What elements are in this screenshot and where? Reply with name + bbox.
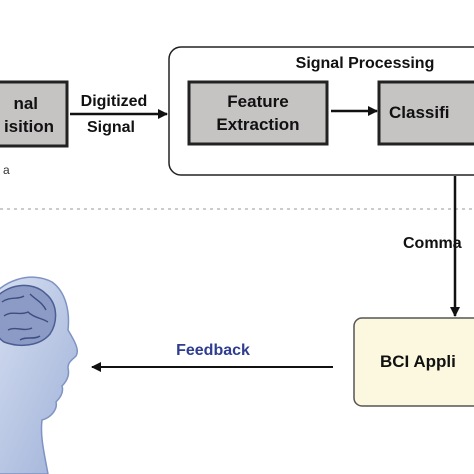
human-head-illustration	[0, 276, 79, 474]
commands-label: Comma	[403, 235, 462, 252]
bci-application-block: BCI Appli	[353, 317, 474, 407]
signal-acquisition-label-line2: isition	[4, 117, 54, 136]
feedback-connector: Feedback	[91, 342, 333, 372]
classification-label: Classifi	[389, 103, 449, 122]
digitized-signal-label-line1: Digitized	[81, 93, 148, 110]
bci-application-label: BCI Appli	[380, 352, 456, 371]
feature-extraction-label-line1: Feature	[227, 92, 288, 111]
signal-processing-title: Signal Processing	[296, 55, 435, 72]
feature-extraction-box	[187, 80, 329, 146]
brain-shape	[0, 284, 57, 347]
feature-extraction-label-line2: Extraction	[216, 115, 299, 134]
bci-application-box	[353, 317, 474, 407]
digitized-signal-label-line2: Signal	[87, 119, 135, 136]
signal-acquisition-block: nal isition a	[0, 80, 69, 177]
classification-box	[377, 80, 474, 146]
signal-acquisition-box	[0, 80, 69, 148]
feedback-label: Feedback	[176, 342, 250, 359]
digitized-signal-connector: Digitized Signal	[70, 93, 168, 136]
acquisition-caption-fragment: a	[3, 163, 10, 177]
signal-processing-block: Signal Processing Feature Extraction Cla…	[168, 46, 474, 176]
brain-folds	[1, 293, 49, 341]
commands-connector: Comma	[403, 176, 462, 317]
signal-acquisition-label-line1: nal	[13, 94, 38, 113]
